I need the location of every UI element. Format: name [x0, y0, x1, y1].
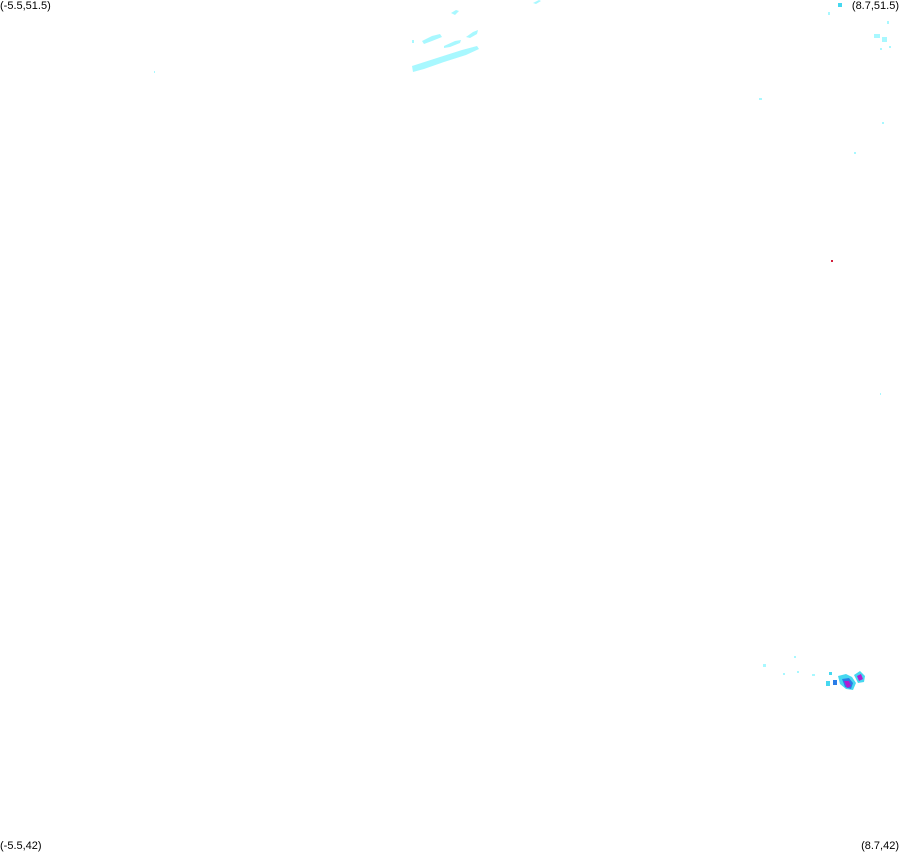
precip-speck — [887, 21, 889, 24]
precip-speck — [797, 671, 799, 673]
precip-cluster-northeast — [759, 3, 891, 395]
corner-coordinate-top-right: (8.7,51.5) — [851, 0, 899, 12]
precip-band-main — [412, 46, 479, 72]
precip-speck — [838, 3, 842, 7]
storm-cell-east-core — [857, 674, 863, 681]
precip-speck — [854, 152, 856, 154]
precip-speck — [829, 672, 832, 675]
precip-speck — [783, 673, 785, 675]
precip-speck — [833, 680, 837, 685]
precip-speck — [826, 681, 830, 686]
precip-streak-1 — [422, 34, 442, 44]
precip-streak-3 — [466, 30, 478, 38]
precip-speck — [880, 393, 881, 395]
precip-speck — [882, 37, 887, 42]
precip-cluster-north — [154, 0, 541, 73]
corner-coordinate-top-left: (-5.5,51.5) — [0, 0, 51, 12]
precip-speck — [812, 674, 815, 676]
precip-speck — [763, 664, 766, 667]
precip-speck — [828, 12, 830, 15]
precip-speck — [889, 46, 891, 48]
corner-coordinate-bottom-right: (8.7,42) — [861, 840, 899, 852]
map-marker-dot — [831, 260, 833, 262]
precip-streak-4 — [451, 10, 459, 15]
precip-speck — [882, 122, 884, 124]
precip-cluster-southeast — [763, 656, 865, 690]
precip-speck — [412, 40, 414, 43]
precip-streak-5 — [533, 0, 541, 4]
precip-speck — [759, 98, 762, 100]
precip-streak-2 — [444, 40, 461, 48]
precip-speck — [154, 71, 155, 73]
precip-speck — [880, 48, 882, 50]
precip-speck — [874, 34, 880, 38]
precip-speck — [794, 656, 796, 658]
storm-cell-heavy — [844, 681, 851, 688]
corner-coordinate-bottom-left: (-5.5,42) — [0, 840, 42, 852]
